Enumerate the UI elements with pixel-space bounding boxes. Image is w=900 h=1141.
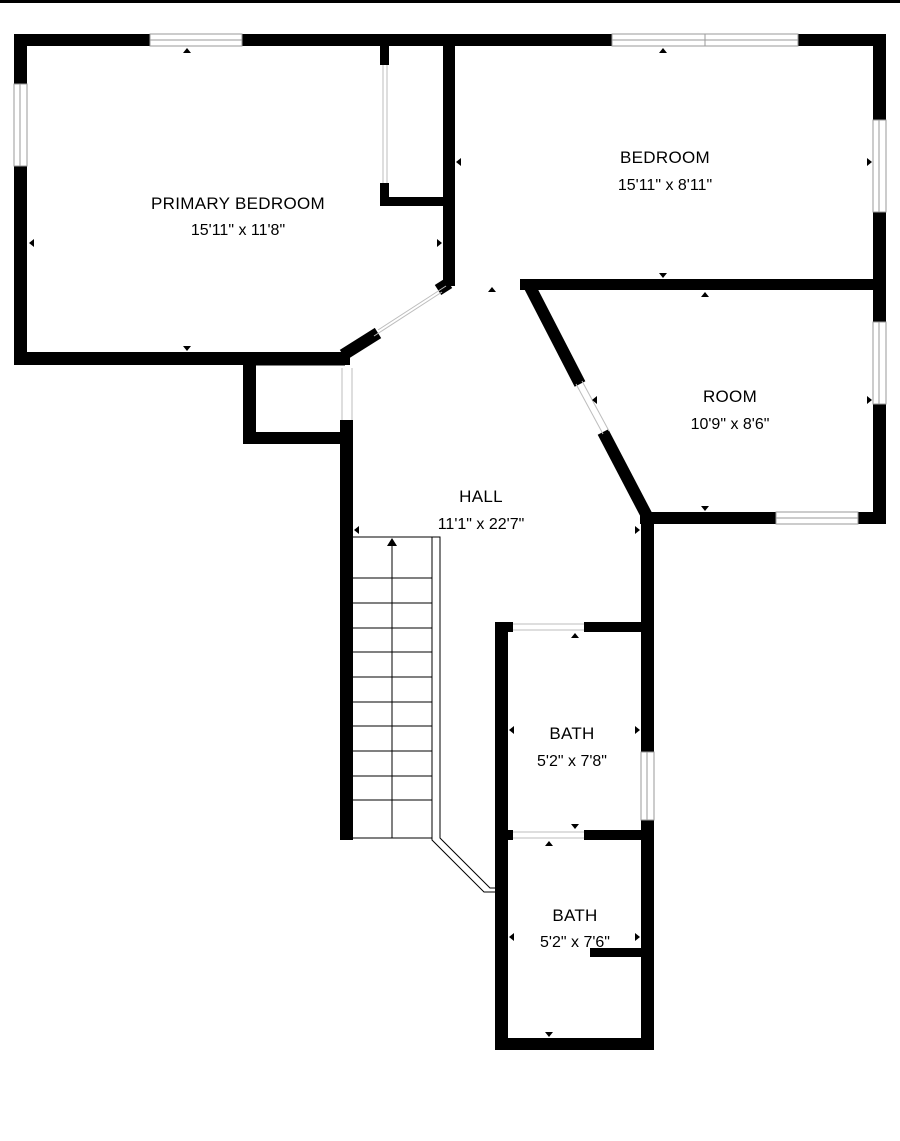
window-primary-top	[149, 33, 243, 47]
walls	[14, 34, 886, 1050]
wall-alcove-left	[243, 360, 256, 444]
measure-ticks	[29, 48, 872, 1037]
room-dimensions-bedroom: 15'11" x 8'11"	[618, 177, 712, 194]
room-dimensions-primary-bedroom: 15'11" x 11'8"	[191, 222, 285, 239]
tick-bath2-top	[545, 841, 553, 846]
tick-hall-top	[488, 287, 496, 292]
door-room	[575, 383, 604, 435]
tick-room-bottom	[701, 506, 709, 511]
tick-bath1-top	[571, 633, 579, 638]
wall-bath-mid-left	[495, 830, 513, 840]
tick-hall-right	[635, 526, 640, 534]
wall-bedroom-bottom	[520, 279, 886, 290]
tick-bath2-right	[635, 933, 640, 941]
window-bedroom-top	[611, 33, 799, 47]
tick-bedroom-bottom	[659, 273, 667, 278]
room-name-bedroom: BEDROOM	[620, 148, 710, 167]
stair-outline	[353, 536, 497, 889]
wall-closet-post	[380, 45, 389, 65]
tick-primary-left	[29, 239, 34, 247]
wall-hall-diag-right-upper	[524, 284, 586, 387]
room-dimensions-bath-upper: 5'2" x 7'8"	[537, 753, 607, 770]
tick-bath1-bottom	[571, 824, 579, 829]
window-room-right	[872, 321, 887, 405]
room-dimensions-room: 10'9" x 8'6"	[691, 416, 770, 433]
wall-bath-mid-right	[584, 830, 654, 840]
wall-bath-bottom	[495, 1038, 654, 1050]
windows	[13, 33, 887, 821]
wall-bath-stub	[590, 948, 654, 957]
door-primary	[373, 291, 443, 337]
stair-arrow-icon	[387, 538, 397, 546]
tick-bath1-right	[635, 726, 640, 734]
wall-hall-diag-left-upper	[434, 277, 453, 296]
room-dimensions-hall: 11'1" x 22'7"	[438, 516, 525, 533]
tick-bath2-bottom	[545, 1032, 553, 1037]
window-bedroom-right	[872, 119, 887, 213]
stair-rail	[431, 537, 497, 893]
tick-room-top	[701, 292, 709, 297]
window-bath-right	[640, 751, 655, 821]
room-name-primary-bedroom: PRIMARY BEDROOM	[151, 194, 325, 213]
wall-bath-top-left	[495, 622, 513, 632]
tick-bedroom-right	[867, 158, 872, 166]
room-name-hall: HALL	[459, 487, 503, 506]
wall-hall-diag-right-lower	[597, 429, 654, 521]
wall-hall-left	[340, 420, 353, 840]
wall-closet-bottom	[380, 197, 450, 206]
wall-alcove-bottom	[243, 432, 353, 444]
room-name-room: ROOM	[703, 387, 757, 406]
tick-hall-left	[354, 526, 359, 534]
diagonal-walls	[250, 277, 654, 521]
tick-primary-right	[437, 239, 442, 247]
wall-primary-right	[443, 34, 455, 286]
door-room-b	[581, 380, 610, 432]
tick-room-left	[592, 396, 597, 404]
tick-bedroom-left	[456, 158, 461, 166]
door-primary-b	[377, 285, 447, 331]
door-openings	[341, 65, 610, 839]
wall-bath-top-right	[584, 622, 654, 632]
tick-primary-top	[183, 48, 191, 53]
tick-bath1-left	[509, 726, 514, 734]
tick-bath2-left	[509, 933, 514, 941]
wall-closet-side	[380, 183, 389, 206]
tick-primary-bottom	[183, 346, 191, 351]
top-border	[0, 0, 900, 3]
wall-hall-diag-left-lower	[339, 327, 382, 361]
tick-room-right	[867, 396, 872, 404]
staircase	[353, 536, 497, 893]
room-name-bath-upper: BATH	[549, 724, 594, 743]
window-primary-left	[13, 83, 28, 167]
room-dimensions-bath-lower: 5'2" x 7'6"	[540, 934, 610, 951]
window-room-bottom	[775, 511, 859, 525]
room-labels: PRIMARY BEDROOM 15'11" x 11'8" BEDROOM 1…	[151, 148, 769, 951]
room-name-bath-lower: BATH	[552, 906, 597, 925]
tick-bedroom-top	[659, 48, 667, 53]
